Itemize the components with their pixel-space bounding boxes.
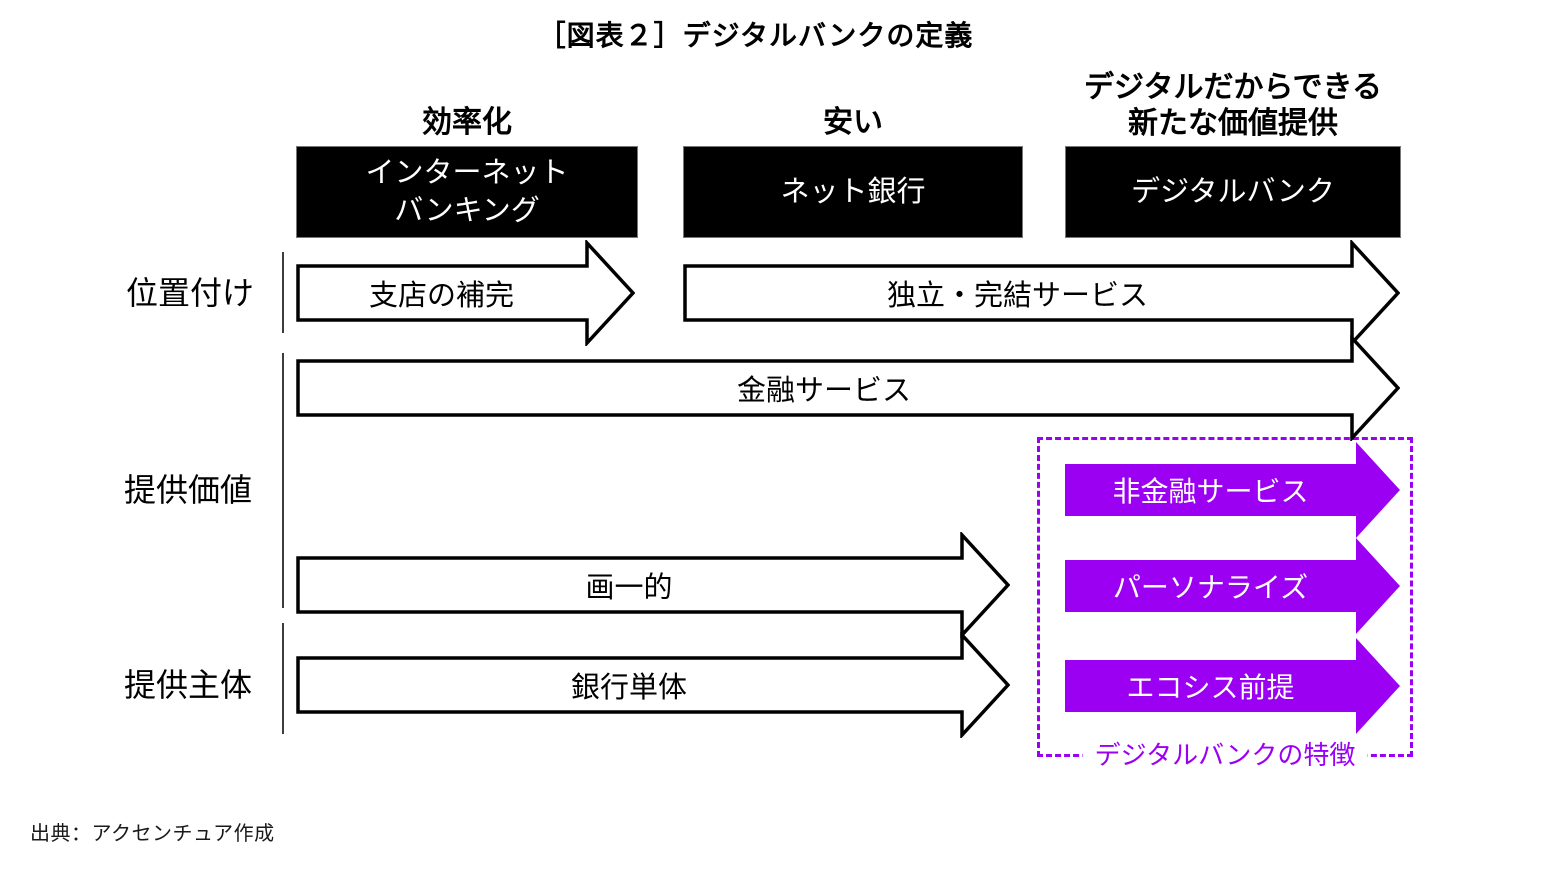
arrow-ecosystem-premise: エコシス前提 <box>1065 636 1400 736</box>
digital-bank-feature-box: デジタルバンクの特徴 <box>1037 437 1413 772</box>
row-divider-line-provider <box>282 623 284 734</box>
arrow-shape <box>1065 538 1400 634</box>
arrow-independent-complete-service: 独立・完結サービス <box>683 240 1400 346</box>
arrow-label: 非金融サービス <box>1112 476 1309 507</box>
arrow-shape <box>683 240 1400 346</box>
arrow-bank-standalone: 銀行単体 <box>296 632 1010 738</box>
stage-box-digital-bank: デジタルバンク <box>1065 146 1401 238</box>
stage-box-net-bank: ネット銀行 <box>683 146 1023 238</box>
arrow-label: 銀行単体 <box>570 672 687 704</box>
row-label-positioning: 位置付け <box>126 275 255 311</box>
arrow-shape <box>296 532 1010 638</box>
arrow-label: 支店の補完 <box>368 280 514 312</box>
arrow-financial-services: 金融サービス <box>296 335 1400 441</box>
arrow-shape <box>1065 442 1400 538</box>
row-label-provided-value: 提供価値 <box>124 472 253 508</box>
arrow-personalize: パーソナライズ <box>1065 536 1400 636</box>
figure-title: ［図表２］デジタルバンクの定義 <box>537 20 974 51</box>
stage-box-internet-banking: インターネット バンキング <box>296 146 638 238</box>
arrow-shape <box>296 240 635 346</box>
arrow-non-financial-services: 非金融サービス <box>1065 440 1400 540</box>
row-label-provider: 提供主体 <box>124 667 253 703</box>
arrow-shape <box>1065 638 1400 734</box>
arrow-label: 画一的 <box>585 572 673 604</box>
arrow-label: パーソナライズ <box>1112 572 1309 603</box>
arrow-shape <box>296 632 1010 738</box>
column-header-new-value: デジタルだからできる 新たな価値提供 <box>1084 71 1382 140</box>
arrow-label: エコシス前提 <box>1126 672 1295 703</box>
arrow-uniform: 画一的 <box>296 532 1010 638</box>
arrow-label: 独立・完結サービス <box>886 280 1148 312</box>
row-divider-line-provided-value <box>282 353 284 608</box>
arrow-label: 金融サービス <box>736 375 911 407</box>
column-header-cheap: 安い <box>823 106 883 139</box>
row-divider-line-positioning <box>282 252 284 333</box>
source-note: 出典：アクセンチュア作成 <box>30 823 275 845</box>
column-header-efficiency: 効率化 <box>422 106 512 139</box>
arrow-branch-complement: 支店の補完 <box>296 240 635 346</box>
arrow-shape <box>296 335 1400 441</box>
feature-box-label: デジタルバンクの特徴 <box>1082 735 1368 772</box>
